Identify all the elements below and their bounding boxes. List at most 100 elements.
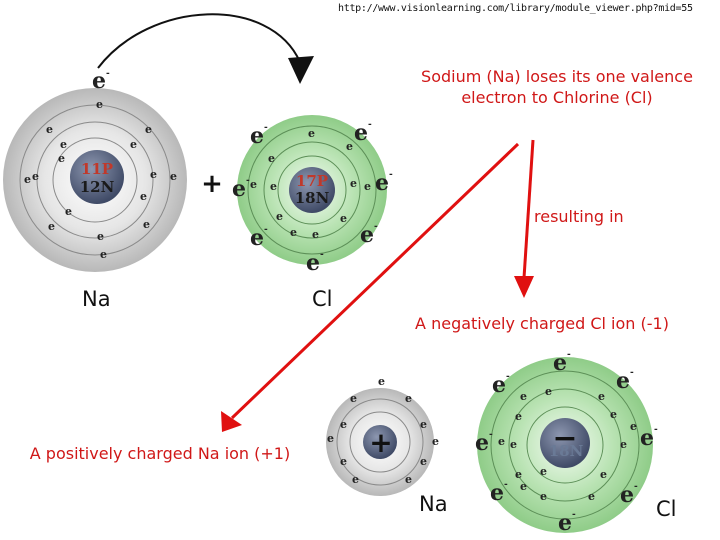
electron-charge-sign: - [264,225,268,235]
caption-resulting-in: resulting in [534,207,624,226]
electron: e [340,212,347,225]
electron: e [620,482,634,508]
cl-atom: 17P 18N e- e- e- e- e- e- e- e e e e e e… [232,115,393,276]
electron: e [420,418,427,431]
electron: e [600,468,607,481]
electron: e [520,390,527,403]
electron: e [588,490,595,503]
electron-charge-sign: - [654,425,658,435]
electron: e [616,368,630,394]
electron: e [630,420,637,433]
na-ion-charge: + [369,426,392,459]
electron: e [405,473,412,486]
electron-charge-sign: - [506,372,510,382]
electron: e [58,152,65,165]
electron: e [290,226,297,239]
cl-ion-charge: − [552,421,577,456]
electron: e [170,170,177,183]
electron: e [360,222,374,248]
electron: e [340,455,347,468]
arrow-to-positive-ion [230,142,520,420]
na-ion: + e e e e e e e e e e e [326,375,439,496]
electron-charge-sign: - [567,350,571,360]
electron-charge-sign: - [246,176,250,186]
caption-sodium-loses-electron: Sodium (Na) loses its one valence electr… [421,67,693,107]
electron: e [96,98,103,111]
electron: e [340,418,347,431]
electron-charge-sign: - [374,222,378,232]
na-protons: 11P [81,160,113,178]
red-arrows [221,139,535,432]
electron: e [640,425,654,451]
cl-ion-nucleus [540,418,590,468]
electron: e [475,430,489,456]
electron: e [276,210,283,223]
cl-neutrons: 18N [295,189,330,207]
electron: e [46,123,53,136]
electron: e [130,138,137,151]
electron: e [250,225,264,251]
electron: e [515,410,522,423]
caption-negative-ion: A negatively charged Cl ion (-1) [415,314,669,333]
electron: e [140,190,147,203]
electron: e [268,152,275,165]
electron: e [32,170,39,183]
electron: e [558,510,572,536]
electron: e [620,438,627,451]
electron: e [610,408,617,421]
electron: e [60,138,67,151]
electron: e [327,432,334,445]
electron: e [145,123,152,136]
electron-charge-sign: - [264,123,268,133]
electron: e [346,140,353,153]
arrow-to-negative-ion [522,139,535,279]
electron: e [540,490,547,503]
electron: e [498,435,505,448]
electron: e [270,180,277,193]
electron: e [352,473,359,486]
electron: e [545,385,552,398]
transfer-arrow [97,13,314,84]
caption-positive-ion: A positively charged Na ion (+1) [29,444,291,463]
electron-charge-sign: - [572,510,576,520]
electron: e [100,248,107,261]
electron-charge-sign: - [504,480,508,490]
label-cl-ion: Cl [656,497,677,521]
electron-charge-sign: - [389,170,393,180]
label-cl-atom: Cl [312,287,333,311]
electron: e [150,168,157,181]
electron: e [24,173,31,186]
electron: e [92,68,106,94]
electron: e [540,465,547,478]
electron-charge-sign: - [630,368,634,378]
electron: e [598,390,605,403]
electron: e [420,455,427,468]
electron: e [350,177,357,190]
electron-charge-sign: - [634,482,638,492]
electron: e [553,350,567,376]
cl-ion: − 18N e- e- e- e- e- e- e- e- e e e e e … [475,350,658,536]
electron: e [306,250,320,276]
electron: e [232,176,246,202]
electron: e [492,372,506,398]
electron: e [65,205,72,218]
plus-sign: + [201,169,223,199]
electron-charge-sign: - [106,69,110,79]
electron-charge-sign: - [320,250,324,260]
cl-protons: 17P [296,172,328,190]
na-nucleus [70,150,124,204]
electron: e [515,468,522,481]
electron: e [48,220,55,233]
electron: e [375,170,389,196]
cl-ion-faded-neutrons: 18N [549,442,584,460]
na-ion-nucleus [363,425,397,459]
electron-charge-sign: - [368,120,372,130]
label-na-atom: Na [82,287,111,311]
cl-nucleus [289,167,335,213]
electron: e [143,218,150,231]
label-na-ion: Na [419,492,448,516]
electron: e [432,435,439,448]
electron: e [405,392,412,405]
electron: e [308,127,315,140]
